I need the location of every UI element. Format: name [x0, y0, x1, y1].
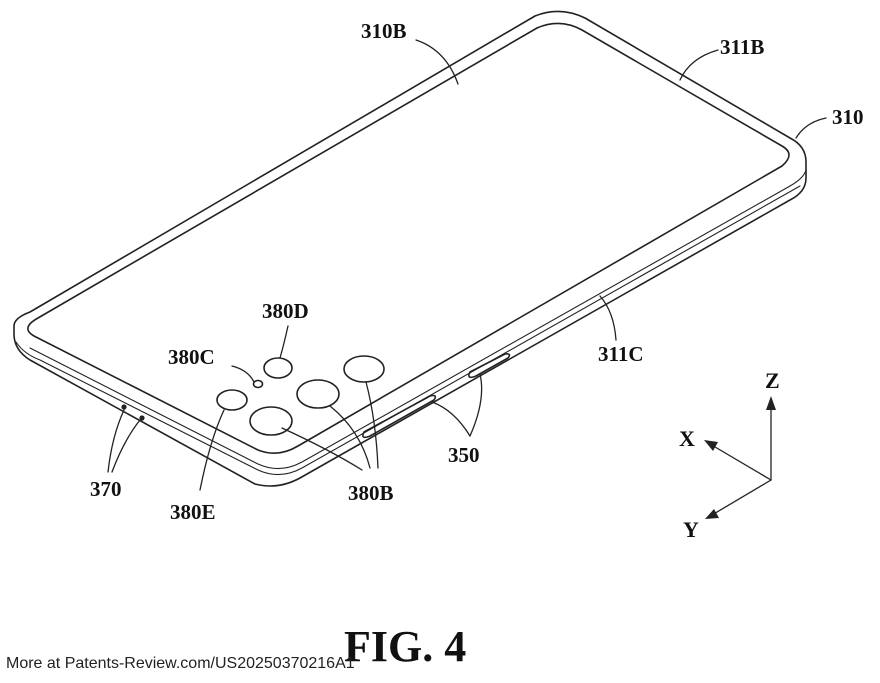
label-311C: 311C [598, 342, 644, 366]
bottom-holes [121, 404, 145, 421]
reference-labels: 310B 311B 310 311C 380D 380C 380E 380B 3… [90, 19, 864, 524]
leader-311C [599, 295, 617, 341]
x-axis-line [709, 443, 772, 481]
hole-1 [121, 404, 127, 410]
short-side-key [468, 353, 511, 379]
x-arrow-icon [704, 440, 718, 451]
small-sensor [252, 379, 264, 389]
y-axis-label: Y [683, 517, 699, 542]
camera-lens-bottom [249, 406, 293, 436]
z-arrow-icon [766, 396, 776, 410]
hole-2 [139, 415, 145, 421]
figure-caption: FIG. 4 [344, 622, 466, 671]
leader-310B [415, 39, 459, 85]
y-arrow-icon [705, 509, 719, 519]
label-350: 350 [448, 443, 480, 467]
leader-311B [679, 49, 719, 81]
leader-310 [795, 117, 827, 139]
leader-380B-3 [281, 427, 363, 471]
leader-380E [199, 409, 225, 491]
label-380B: 380B [348, 481, 394, 505]
leader-380B-2 [329, 405, 371, 469]
y-axis-line [711, 479, 772, 516]
leader-370-2 [111, 419, 141, 473]
label-370: 370 [90, 477, 122, 501]
leader-350-1 [431, 401, 471, 437]
label-310: 310 [832, 105, 864, 129]
leader-350-2 [469, 373, 483, 437]
side-keys [362, 353, 511, 439]
leader-lines [107, 39, 827, 491]
x-axis-label: X [679, 426, 695, 451]
device-body [13, 10, 807, 487]
label-380C: 380C [168, 345, 215, 369]
label-380E: 380E [170, 500, 216, 524]
source-footer: More at Patents-Review.com/US20250370216… [6, 655, 355, 672]
leader-380C [231, 365, 255, 383]
camera-array [216, 355, 385, 436]
leader-380B-1 [365, 381, 379, 469]
camera-lens-left [216, 389, 248, 411]
label-311B: 311B [720, 35, 764, 59]
rear-face-outline [27, 22, 790, 454]
label-380D: 380D [262, 299, 309, 323]
side-band-line-1 [15, 185, 801, 476]
camera-lens-middle [296, 379, 340, 409]
coordinate-axes: Z X Y [679, 368, 780, 542]
long-side-key [362, 394, 437, 439]
flash-lens [263, 357, 293, 379]
label-310B: 310B [361, 19, 407, 43]
side-band-line-2 [29, 169, 807, 470]
z-axis-label: Z [765, 368, 780, 393]
leader-380D [279, 325, 289, 359]
camera-lens-top-right [343, 355, 385, 383]
leader-370-1 [107, 409, 125, 473]
device-outer-outline [13, 10, 807, 487]
